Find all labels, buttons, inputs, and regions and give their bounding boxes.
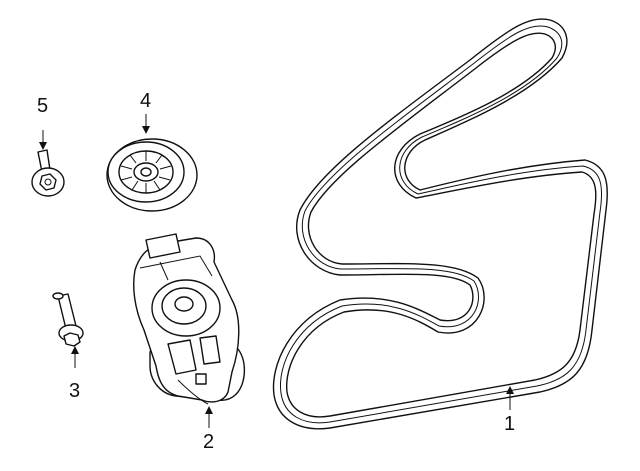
callout-4-idler-pulley: 4 [140,90,152,112]
leader-arrow-1 [506,386,514,410]
idler-pulley [106,138,198,212]
tensioner-bolt [52,292,84,347]
callout-5-pulley-bolt: 5 [37,95,49,117]
pulley-bolt [31,149,65,197]
leader-arrow-4 [142,114,150,134]
leader-arrow-3 [71,346,79,368]
callout-2-tensioner: 2 [203,431,215,453]
leader-arrow-2 [205,406,213,428]
leader-arrow-5 [39,130,47,150]
callout-3-tensioner-bolt: 3 [69,380,81,402]
serpentine-belt [272,18,608,430]
callout-1-belt: 1 [504,413,516,435]
belt-tensioner [133,233,246,405]
